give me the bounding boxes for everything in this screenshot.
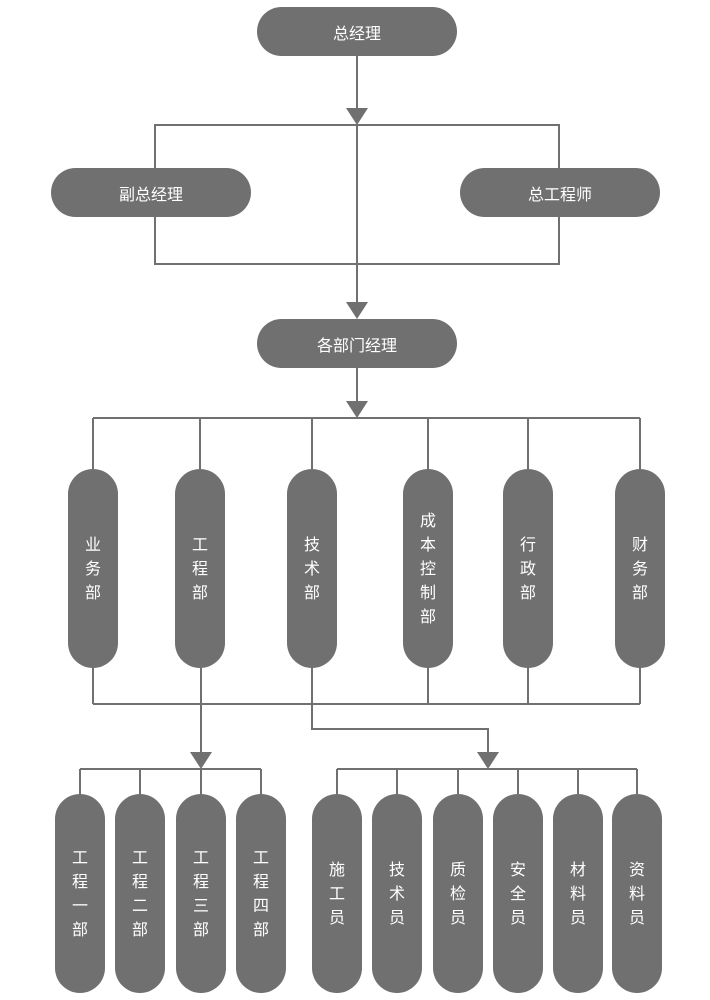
engineering-sub-node-2-label: 工程二部	[131, 847, 148, 939]
department-node-6-label: 财务部	[631, 534, 648, 602]
technical-sub-node-3[interactable]: 质检员	[433, 794, 483, 993]
engineering-sub-node-1[interactable]: 工程一部	[55, 794, 105, 993]
department-node-4-label: 成本控制部	[419, 510, 436, 626]
node-general-manager-label: 总经理	[332, 23, 381, 43]
technical-sub-node-1-label: 施工员	[328, 859, 345, 927]
arrow-to-dept-managers	[346, 302, 368, 319]
node-deputy-general-manager-label: 副总经理	[118, 184, 183, 204]
engineering-sub-node-2[interactable]: 工程二部	[115, 794, 165, 993]
technical-sub-node-4[interactable]: 安全员	[493, 794, 543, 993]
technical-sub-node-6-label: 资料员	[628, 859, 645, 927]
technical-sub-node-1[interactable]: 施工员	[312, 794, 362, 993]
technical-sub-node-5[interactable]: 材料员	[553, 794, 603, 993]
engineering-sub-node-1-label: 工程一部	[71, 847, 88, 939]
node-chief-engineer-label: 总工程师	[527, 184, 592, 204]
technical-sub-node-2[interactable]: 技术员	[372, 794, 422, 993]
department-node-5-label: 行政部	[519, 534, 536, 602]
department-node-3[interactable]: 技术部	[287, 469, 337, 668]
department-node-3-label: 技术部	[303, 534, 320, 602]
technical-sub-node-4-label: 安全员	[509, 859, 526, 927]
node-general-manager[interactable]: 总经理	[257, 7, 457, 56]
node-deputy-general-manager[interactable]: 副总经理	[51, 168, 251, 217]
arrow-to-deputy-level	[346, 108, 368, 125]
engineering-sub-node-4[interactable]: 工程四部	[236, 794, 286, 993]
arrow-to-technical-subs	[477, 752, 499, 769]
engineering-sub-node-4-label: 工程四部	[252, 847, 269, 939]
technical-sub-node-6[interactable]: 资料员	[612, 794, 662, 993]
node-department-managers-label: 各部门经理	[316, 335, 397, 355]
arrow-to-engineering-subs	[190, 752, 212, 769]
connector-technical-route	[311, 668, 489, 754]
department-drop-lines	[92, 418, 641, 704]
arrow-to-departments	[346, 401, 368, 418]
department-node-5[interactable]: 行政部	[503, 469, 553, 668]
engineering-sub-node-3[interactable]: 工程三部	[176, 794, 226, 993]
department-node-2[interactable]: 工程部	[175, 469, 225, 668]
engineering-sub-node-3-label: 工程三部	[192, 847, 209, 939]
department-node-1[interactable]: 业务部	[68, 469, 118, 668]
department-node-6[interactable]: 财务部	[615, 469, 665, 668]
node-department-managers[interactable]: 各部门经理	[257, 319, 457, 368]
technical-sub-node-2-label: 技术员	[388, 859, 405, 927]
department-node-2-label: 工程部	[191, 534, 208, 602]
technical-sub-node-5-label: 材料员	[569, 859, 586, 927]
technical-sub-node-3-label: 质检员	[449, 859, 466, 927]
sub-drop-lines	[79, 769, 638, 794]
department-node-4[interactable]: 成本控制部	[403, 469, 453, 668]
department-node-1-label: 业务部	[84, 534, 101, 602]
node-chief-engineer[interactable]: 总工程师	[460, 168, 660, 217]
